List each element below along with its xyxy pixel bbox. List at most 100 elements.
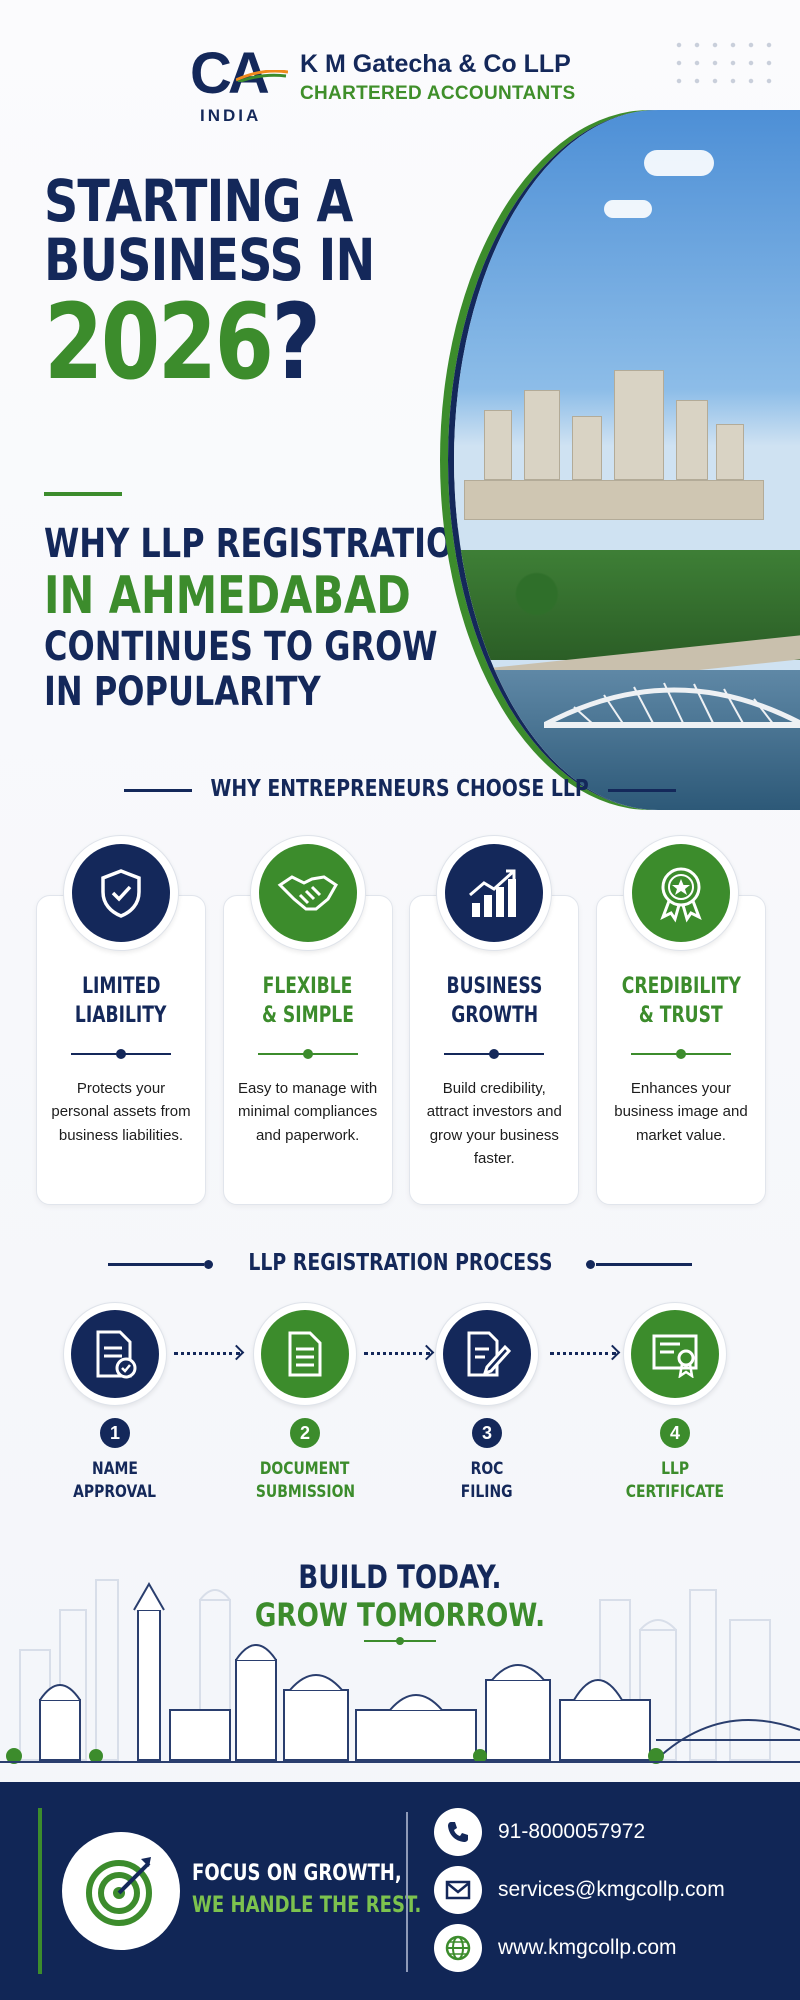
step-label-line-2: CERTIFICATE — [625, 1481, 725, 1502]
footer-accent-bar — [38, 1808, 42, 1974]
card-title-line-1: BUSINESS — [446, 974, 543, 999]
website-url[interactable]: www.kmgcollp.com — [498, 1936, 677, 1959]
step-label: ROC FILING — [412, 1458, 562, 1504]
step-label: DOCUMENT SUBMISSION — [230, 1458, 380, 1504]
ca-logo-mark: CA INDIA — [190, 44, 294, 130]
growth-chart-icon — [469, 869, 517, 917]
hero-line-1: STARTING A — [44, 167, 353, 235]
card-description: Build credibility, attract investors and… — [426, 1080, 562, 1167]
step-label: NAME APPROVAL — [40, 1458, 190, 1504]
hero-subheadline: WHY LLP REGISTRATION IN AHMEDABAD CONTIN… — [44, 522, 589, 715]
footer-focus-line-1: FOCUS ON GROWTH, — [192, 1861, 402, 1886]
bridge-icon — [544, 682, 800, 728]
footer-focus-line-2: WE HANDLE THE REST. — [192, 1892, 422, 1918]
step-label-line-2: SUBMISSION — [255, 1481, 355, 1502]
card-icon-circle — [63, 835, 179, 951]
step-number: 3 — [472, 1418, 502, 1448]
why-line-right — [608, 789, 676, 792]
city-photo — [448, 110, 800, 810]
contact-phone[interactable]: 91-8000057972 — [434, 1808, 645, 1856]
step-label-line-1: LLP — [661, 1459, 689, 1479]
firm-name: K M Gatecha & Co LLP — [300, 50, 571, 78]
card-title: CREDIBILITY & TRUST — [596, 973, 766, 1030]
card-title-line-1: FLEXIBLE — [262, 974, 353, 999]
shield-check-icon — [101, 869, 141, 918]
document-check-icon — [96, 1330, 137, 1379]
city-skyline-illustration — [0, 1579, 800, 1764]
card-title: LIMITED LIABILITY — [36, 973, 206, 1030]
card-description: Enhances your business image and market … — [614, 1080, 748, 1144]
feature-card-flexible-simple: FLEXIBLE & SIMPLE Easy to manage with mi… — [222, 835, 393, 1205]
card-divider-dot — [675, 1049, 686, 1059]
step-label-line-1: ROC — [470, 1459, 504, 1479]
card-title: FLEXIBLE & SIMPLE — [223, 973, 393, 1030]
feature-card-business-growth: BUSINESS GROWTH Build credibility, attra… — [409, 835, 580, 1205]
card-icon-circle — [622, 835, 739, 951]
sub-line-4: IN POPULARITY — [44, 668, 321, 715]
why-line-left — [124, 789, 192, 792]
step-label-line-2: FILING — [461, 1481, 513, 1502]
tricolor-swoosh-icon — [236, 70, 288, 82]
phone-icon — [434, 1808, 482, 1856]
step-arrow — [364, 1352, 430, 1356]
process-step-4: 4 LLP CERTIFICATE — [600, 1302, 750, 1504]
card-description: Easy to manage with minimal compliances … — [238, 1080, 378, 1144]
process-line-right — [596, 1263, 692, 1266]
hero-year-number: 2026 — [44, 281, 274, 404]
sub-line-2: IN AHMEDABAD — [44, 565, 411, 626]
slogan: BUILD TODAY. GROW TOMORROW. — [0, 1558, 800, 1635]
hero-question-mark: ? — [271, 281, 321, 404]
card-divider-dot — [116, 1049, 126, 1059]
hero-headline: STARTING A BUSINESS IN 2026? — [44, 167, 444, 394]
sub-line-3: CONTINUES TO GROW — [44, 624, 438, 671]
contact-email[interactable]: services@kmgcollp.com — [434, 1866, 725, 1914]
card-divider-dot — [302, 1049, 313, 1059]
card-title-line-2: & TRUST — [639, 1002, 723, 1028]
card-icon-circle — [249, 835, 366, 951]
step-label-line-2: APPROVAL — [73, 1481, 157, 1502]
step-label-line-1: NAME — [92, 1459, 138, 1479]
why-heading: WHY ENTREPRENEURS CHOOSE LLP — [0, 776, 800, 802]
ca-country: INDIA — [200, 106, 262, 125]
sub-line-1: WHY LLP REGISTRATION — [44, 521, 480, 567]
process-line-left — [108, 1263, 204, 1266]
phone-number[interactable]: 91-8000057972 — [498, 1820, 646, 1843]
hero-divider — [44, 492, 122, 496]
document-pen-icon — [467, 1331, 511, 1377]
process-heading-text: LLP REGISTRATION PROCESS — [247, 1250, 553, 1276]
step-number: 4 — [660, 1418, 690, 1448]
certificate-icon — [652, 1334, 698, 1378]
firm-logo: CA INDIA K M Gatecha & Co LLP CHARTERED … — [190, 44, 575, 130]
email-address[interactable]: services@kmgcollp.com — [498, 1878, 725, 1901]
footer: FOCUS ON GROWTH, WE HANDLE THE REST. 91-… — [0, 1782, 800, 2000]
process-steps: 1 NAME APPROVAL 2 DOCUMENT SUBMISSION — [60, 1302, 740, 1512]
feature-card-credibility-trust: CREDIBILITY & TRUST Enhances your busine… — [595, 835, 766, 1205]
card-title: BUSINESS GROWTH — [409, 973, 579, 1030]
step-arrow — [550, 1352, 616, 1356]
step-label: LLP CERTIFICATE — [600, 1458, 750, 1504]
slogan-line-2: GROW TOMORROW. — [254, 1596, 546, 1635]
step-number: 1 — [100, 1418, 130, 1448]
feature-card-limited-liability: LIMITED LIABILITY Protects your personal… — [36, 835, 206, 1205]
process-dot-left — [204, 1260, 213, 1269]
card-title-line-1: LIMITED — [81, 974, 161, 999]
contact-website[interactable]: www.kmgcollp.com — [434, 1924, 677, 1972]
document-icon — [288, 1331, 322, 1377]
hero-year: 2026? — [44, 290, 372, 394]
firm-tagline: CHARTERED ACCOUNTANTS — [300, 83, 576, 104]
slogan-divider-dot — [396, 1637, 404, 1645]
card-title-line-2: LIABILITY — [75, 1002, 167, 1028]
feature-cards: LIMITED LIABILITY Protects your personal… — [36, 835, 766, 1205]
step-label-line-1: DOCUMENT — [260, 1459, 350, 1479]
slogan-line-1: BUILD TODAY. — [298, 1558, 502, 1596]
process-heading: LLP REGISTRATION PROCESS — [0, 1250, 800, 1276]
process-dot-right — [586, 1260, 595, 1269]
award-badge-icon — [660, 867, 702, 923]
card-title-line-1: CREDIBILITY — [621, 974, 741, 999]
process-step-2: 2 DOCUMENT SUBMISSION — [230, 1302, 380, 1504]
card-divider-dot — [489, 1049, 500, 1059]
process-step-3: 3 ROC FILING — [412, 1302, 562, 1504]
handshake-icon — [277, 875, 338, 911]
email-icon — [434, 1866, 482, 1914]
hero-line-2: BUSINESS IN — [44, 226, 375, 295]
